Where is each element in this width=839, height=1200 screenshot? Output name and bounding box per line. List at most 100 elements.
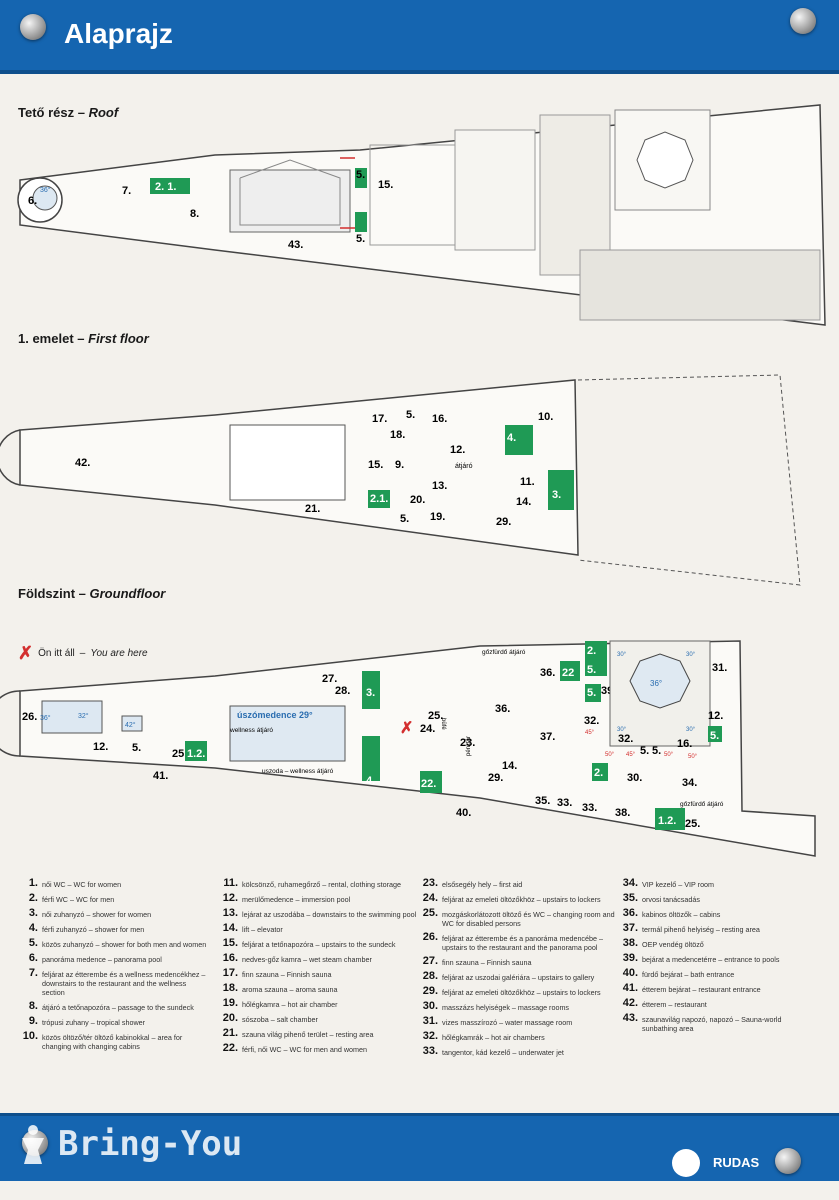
svg-text:gőzfürdő átjáró: gőzfürdő átjáró	[482, 649, 526, 656]
svg-text:1.2.: 1.2.	[187, 748, 205, 760]
svg-text:22: 22	[562, 667, 574, 679]
legend-number: 32.	[422, 1030, 438, 1042]
svg-text:33.: 33.	[557, 797, 572, 809]
legend-text: hőlégkamra – hot air chamber	[242, 1000, 338, 1009]
svg-text:5.: 5.	[652, 745, 661, 757]
svg-text:büfé: büfé	[440, 718, 446, 730]
legend-item: 19.hőlégkamra – hot air chamber	[218, 998, 418, 1010]
watermark: Bring-You	[16, 1124, 242, 1164]
svg-text:8.: 8.	[190, 208, 199, 220]
legend-number: 27.	[422, 955, 438, 967]
svg-text:43.: 43.	[288, 239, 303, 251]
header-bar: Alaprajz	[0, 0, 839, 74]
svg-text:2. 1.: 2. 1.	[155, 181, 176, 193]
legend-number: 41.	[622, 982, 638, 994]
legend-text: női zuhanyzó – shower for women	[42, 910, 152, 919]
legend-item: 33.tangentor, kád kezelő – underwater je…	[418, 1046, 618, 1058]
legend-number: 28.	[422, 970, 438, 982]
legend-number: 3.	[28, 907, 38, 919]
legend-text: átjáró a tetőnapozóra – passage to the s…	[42, 1003, 194, 1012]
svg-text:34.: 34.	[682, 777, 697, 789]
legend-number: 35.	[622, 892, 638, 904]
svg-text:12.: 12.	[708, 710, 723, 722]
legend-number: 34.	[622, 877, 638, 889]
svg-text:25.: 25.	[685, 818, 700, 830]
svg-text:2.1.: 2.1.	[370, 493, 388, 505]
legend-item: 30.masszázs helyiségek – massage rooms	[418, 1001, 618, 1013]
page-title: Alaprajz	[64, 18, 173, 49]
svg-text:35.: 35.	[535, 795, 550, 807]
svg-text:5.: 5.	[400, 513, 409, 525]
svg-text:3.: 3.	[366, 687, 375, 699]
legend-text: fürdő bejárat – bath entrance	[642, 970, 735, 979]
you-are-here-legend: ✗ Ön itt áll – You are here	[18, 643, 148, 663]
legend-text: férfi WC – WC for men	[42, 895, 115, 904]
svg-text:2.: 2.	[587, 645, 596, 657]
legend-text: feljárat a tetőnapozóra – upstairs to th…	[242, 940, 396, 949]
legend-number: 11.	[223, 877, 238, 889]
legend-item: 17.finn szauna – Finnish sauna	[218, 967, 418, 980]
svg-text:31.: 31.	[712, 662, 727, 674]
legend-item: 15.feljárat a tetőnapozóra – upstairs to…	[218, 938, 418, 950]
legend-number: 36.	[622, 907, 638, 919]
legend-text: OEP vendég öltöző	[642, 940, 704, 949]
svg-text:32.: 32.	[618, 733, 633, 745]
svg-text:3.: 3.	[552, 489, 561, 501]
legend-item: 8.átjáró a tetőnapozóra – passage to the…	[18, 1001, 208, 1013]
svg-text:37.: 37.	[540, 731, 555, 743]
legend-number: 23.	[422, 877, 438, 889]
legend-item: 5.közös zuhanyzó – shower for both men a…	[18, 938, 208, 950]
legend-item: 20.sószoba – salt chamber	[218, 1013, 418, 1025]
svg-text:12.: 12.	[450, 444, 465, 456]
legend-number: 31.	[422, 1015, 438, 1027]
svg-text:30°: 30°	[686, 652, 696, 658]
svg-text:uszoda – wellness átjáró: uszoda – wellness átjáró	[262, 768, 334, 775]
legend-number: 39.	[622, 952, 638, 964]
roof-section-label: Tető rész – Roof	[18, 105, 119, 120]
legend-item: 28. feljárat az uszodai galériára – upsta…	[418, 970, 618, 983]
svg-text:30.: 30.	[627, 772, 642, 784]
legend-item: 2.férfi WC – WC for men	[18, 893, 208, 905]
legend-text: feljárat az étterembe és a wellness mede…	[42, 970, 206, 997]
legend-item: 3. női zuhanyzó – shower for women	[18, 907, 208, 920]
svg-text:28.: 28.	[335, 685, 350, 697]
legend-text: feljárat az uszodai galériára – upstairs…	[442, 973, 595, 982]
legend-text: közös zuhanyzó – shower for both men and…	[42, 940, 207, 949]
legend-text: feljárat az emeleti öltözőkhöz – upstair…	[442, 895, 601, 904]
screw-icon	[20, 14, 46, 40]
legend-text: kölcsönző, ruhamegőrző – rental, clothin…	[242, 880, 402, 889]
legend-item: 7.feljárat az étterembe és a wellness me…	[18, 968, 208, 998]
legend-column-2: 11. kölcsönző, ruhamegőrző – rental, clot…	[218, 878, 418, 1058]
svg-text:25.: 25.	[428, 710, 443, 722]
legend-number: 9.	[28, 1015, 38, 1027]
legend-text: panoráma medence – panorama pool	[42, 955, 162, 964]
first-floor-section-label: 1. emelet – First floor	[18, 331, 149, 346]
legend-text: termál pihenő helyiség – resting area	[642, 925, 760, 934]
legend-item: 37.termál pihenő helyiség – resting area	[618, 923, 818, 935]
legend-number: 38.	[622, 937, 638, 949]
passage-label: átjáró	[455, 463, 473, 470]
legend-item: 25.mozgáskorlátozott öltöző és WC – chan…	[418, 908, 618, 929]
legend-item: 35. orvosi tanácsadás	[618, 892, 818, 905]
legend-text: orvosi tanácsadás	[642, 895, 700, 904]
legend-number: 17.	[222, 967, 238, 979]
legend-text: szaunavilág napozó, napozó – Sauna-world…	[642, 1015, 782, 1033]
svg-text:29.: 29.	[488, 772, 503, 784]
legend-text: trópusi zuhany – tropical shower	[42, 1018, 146, 1027]
svg-text:5.: 5.	[406, 409, 415, 421]
ground-floor-section-label: Földszint – Groundfloor	[18, 586, 166, 601]
svg-text:7.: 7.	[122, 185, 131, 197]
legend-number: 42.	[622, 997, 638, 1009]
svg-text:4.: 4.	[507, 432, 516, 444]
footer-bar: RUDAS	[0, 1113, 839, 1181]
svg-text:42.: 42.	[75, 457, 90, 469]
legend-item: 9. trópusi zuhany – tropical shower	[18, 1015, 208, 1028]
legend-text: feljárat az étterembe és a panoráma mede…	[442, 934, 604, 952]
svg-text:1.2.: 1.2.	[658, 815, 676, 827]
legend-item: 13.lejárat az uszodába – downstairs to t…	[218, 908, 418, 920]
svg-text:33.: 33.	[582, 802, 597, 814]
legend-item: 31.vizes masszírozó – water massage room	[418, 1015, 618, 1028]
roof-plan: 36° 2. 1. 7. 6. 8. 43. 5. 5. 15.	[17, 104, 826, 326]
first-floor-plan: 42. 21. 4. 3. 2.1. 10. 11. 14. 29. 17. 1…	[0, 374, 801, 586]
legend-item: 42.étterem – restaurant	[618, 997, 818, 1010]
